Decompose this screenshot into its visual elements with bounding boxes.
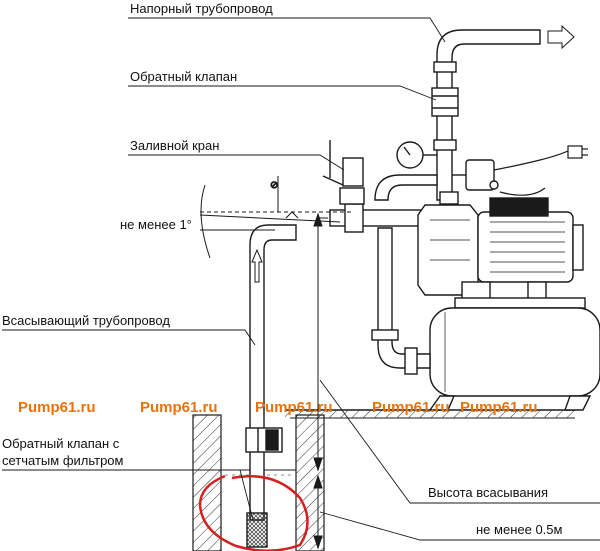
slope-label: не менее 1°	[120, 217, 192, 232]
pressure-tank	[428, 297, 600, 411]
pressure-switch	[452, 159, 499, 191]
inlet-pipe	[329, 157, 426, 233]
pressure-gauge-icon	[396, 141, 437, 169]
watermark-5: Pump61.ru	[460, 399, 538, 416]
watermark-2: Pump61.ru	[140, 399, 218, 416]
leader-lines	[2, 17, 600, 541]
watermark-3: Pump61.ru	[255, 399, 333, 416]
svg-text:⊘: ⊘	[270, 180, 278, 191]
flow-arrow-icon	[547, 24, 575, 50]
suction-pipe-label: Всасывающий трубопровод	[2, 313, 170, 328]
pump	[374, 174, 584, 301]
tank-connection-pipe	[371, 227, 431, 375]
slope-indicator: ⊘	[199, 176, 352, 259]
suction-height-label: Высота всасывания	[428, 485, 548, 500]
foot-valve-label-line2: сетчатым фильтром	[2, 453, 124, 468]
pressure-pipe-label: Напорный трубопровод	[130, 1, 273, 16]
foot-valve-label-line1: Обратный клапан с	[2, 436, 120, 451]
check-valve-label: Обратный клапан	[130, 69, 237, 84]
power-plug-icon	[493, 145, 588, 196]
fill-tap	[322, 140, 344, 186]
suction-height-dimension	[313, 212, 328, 550]
suction-pipe	[245, 224, 297, 548]
watermark-1: Pump61.ru	[18, 399, 96, 416]
fill-tap-label: Заливной кран	[130, 138, 219, 153]
flow-direction-arrow-icon	[251, 248, 263, 283]
watermark-4: Pump61.ru	[372, 399, 450, 416]
min-depth-label: не менее 0.5м	[476, 522, 563, 537]
pressure-pipe	[431, 29, 541, 201]
